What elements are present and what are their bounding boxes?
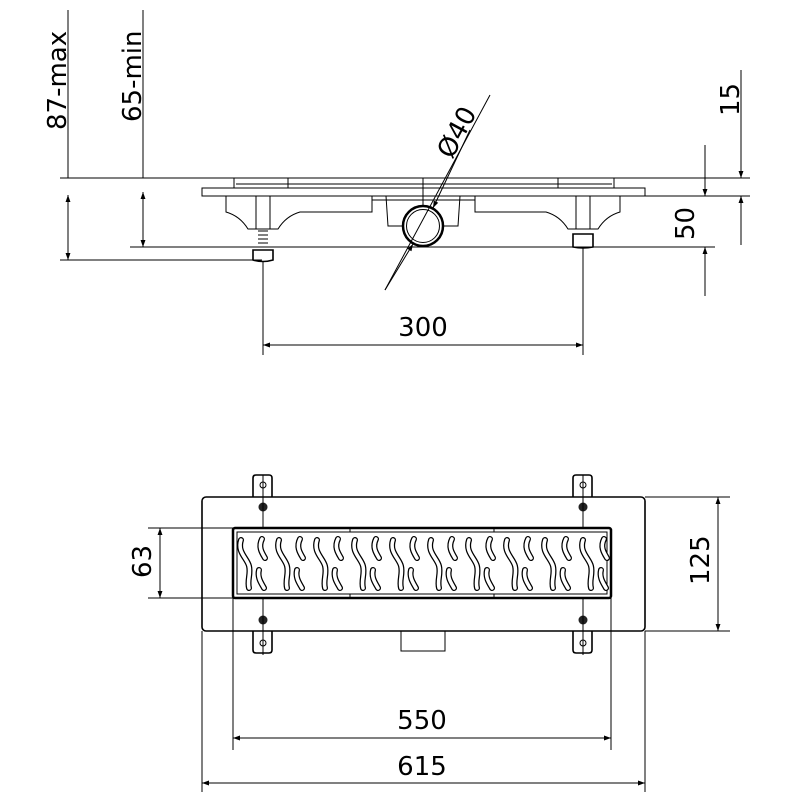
grate-slot-inner [524,537,533,560]
grate-slots [237,536,610,591]
plan-view: 63 125 550 615 [128,474,730,792]
grate-side [233,177,615,189]
grate-slot-inner [352,538,366,590]
grate-slot-inner [522,568,532,590]
grate-slot-inner [484,568,494,590]
grate-slot-inner [580,538,594,590]
dimension-label-550: 550 [397,706,447,736]
grate-slot-inner [390,538,404,590]
dimension-label-63: 63 [128,545,158,578]
grate-slot-inner [560,568,570,590]
dimension-label-125: 125 [686,535,716,585]
grate-slot-inner [600,537,609,560]
dimension-label-87-max: 87-max [43,31,73,130]
grate-slot-inner [372,537,381,560]
dimension-label-50: 50 [671,207,701,240]
grate-slot-inner [276,538,290,590]
grate-slot-inner [598,568,608,590]
outlet-stub [400,630,446,652]
grate-slot-inner [410,537,419,560]
diameter-leader [384,94,491,291]
grate-slot-inner [314,538,328,590]
side-view: 87-max 65-min 15 50 [43,10,750,355]
foot-right [572,233,594,249]
dimension-label-65-min: 65-min [118,31,148,123]
grate-slot-inner [504,538,518,590]
grate-slot-inner [258,537,267,560]
grate-slot-inner [428,538,442,590]
dimension-label-300: 300 [398,313,448,343]
grate-slot-inner [370,568,380,590]
grate-slot-inner [256,568,266,590]
drain-body-side [201,177,646,263]
grate-slot-inner [408,568,418,590]
grate-slot-inner [448,537,457,560]
grate-slot-inner [466,538,480,590]
dimension-label-diameter: Ø40 [432,102,484,163]
dimension-label-15: 15 [716,83,746,116]
grate-slot-inner [296,537,305,560]
leveling-spring [258,230,268,248]
grate-slot-inner [334,537,343,560]
grate-slot-inner [486,537,495,560]
foot-left [252,249,274,263]
grate-slot-inner [542,538,556,590]
grate-slot-inner [238,538,252,590]
grate-slot-inner [294,568,304,590]
dimension-label-615: 615 [397,752,447,782]
grate-slot-inner [446,568,456,590]
grate-slot-inner [562,537,571,560]
outlet-pipe [401,204,445,248]
grate-slot-inner [332,568,342,590]
